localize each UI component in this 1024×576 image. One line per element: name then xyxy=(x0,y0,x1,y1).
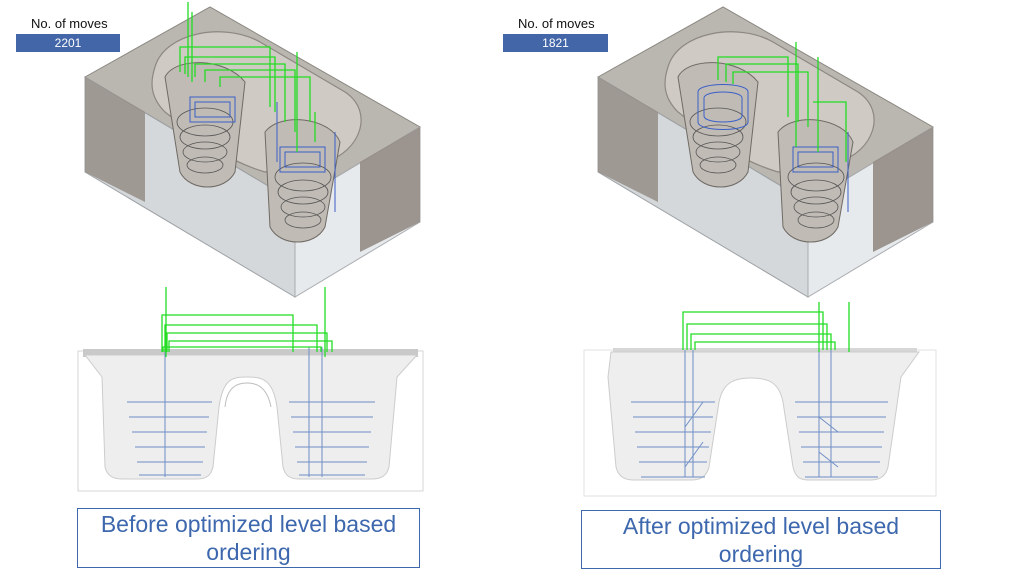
moves-count-after: 1821 xyxy=(503,34,608,52)
moves-label-before: No. of moves xyxy=(31,16,108,31)
mold-3d-view-after xyxy=(597,6,934,298)
caption-before: Before optimized level based ordering xyxy=(77,508,420,568)
moves-label-after: No. of moves xyxy=(518,16,595,31)
moves-count-before: 2201 xyxy=(16,34,120,52)
caption-after: After optimized level based ordering xyxy=(581,510,941,569)
mold-3d-view-before xyxy=(84,2,421,298)
section-view-after xyxy=(583,302,937,497)
section-view-before xyxy=(77,287,424,492)
